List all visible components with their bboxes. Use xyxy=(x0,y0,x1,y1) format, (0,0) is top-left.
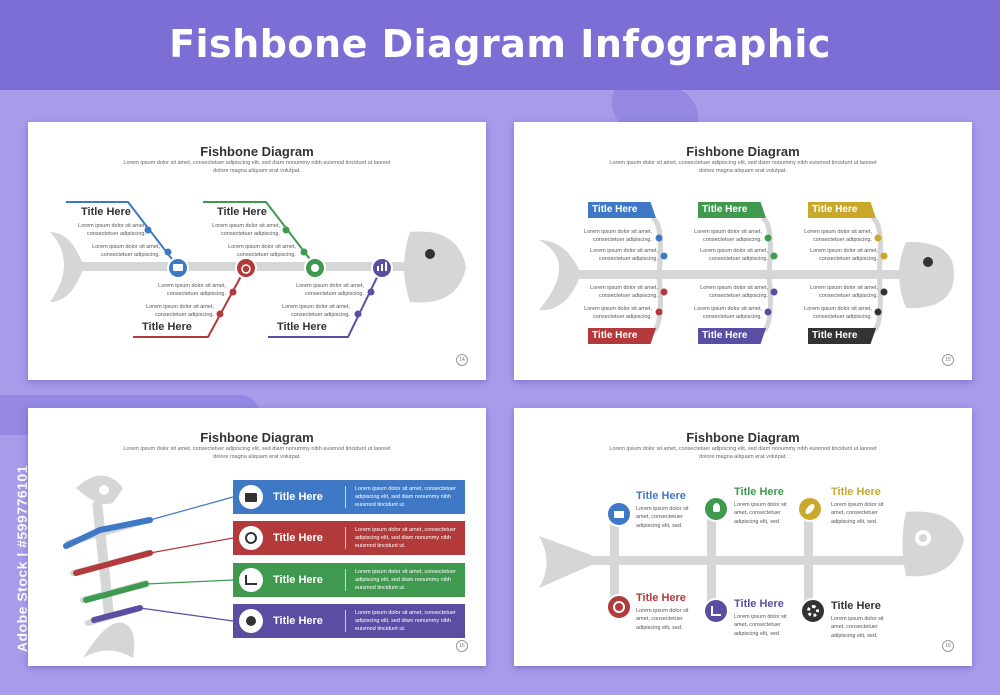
growth-chart-icon xyxy=(239,568,263,592)
branch-title: Title Here xyxy=(142,321,192,333)
category-tag: Title Here xyxy=(698,328,766,344)
divider xyxy=(345,486,346,508)
slide-subtitle: Lorem ipsum dolor sit amet, consectetuer… xyxy=(123,160,391,174)
branch-title: Title Here xyxy=(81,206,131,218)
bar-text: Lorem ipsum dolor sit amet, consectetuer… xyxy=(355,609,456,633)
slide-3: Fishbone Diagram Lorem ipsum dolor sit a… xyxy=(28,408,486,666)
item-title: Title Here xyxy=(636,592,686,604)
stopwatch-icon xyxy=(606,594,632,620)
cause-bar: Title Here Lorem ipsum dolor sit amet, c… xyxy=(233,563,465,597)
branch-text: Lorem ipsum dolor sit amet, consectetuer… xyxy=(804,229,872,244)
branch-text: Lorem ipsum dolor sit amet, consectetuer… xyxy=(700,285,768,300)
briefcase-icon xyxy=(606,501,632,527)
bar-title: Title Here xyxy=(273,615,323,627)
slide-title: Fishbone Diagram xyxy=(200,144,314,159)
branch-text: Lorem ipsum dolor sit amet, consectetuer… xyxy=(584,229,652,244)
fishbone-graphic xyxy=(50,201,466,338)
slide-title: Fishbone Diagram xyxy=(686,430,800,445)
item-title: Title Here xyxy=(734,486,784,498)
branch-title: Title Here xyxy=(217,206,267,218)
category-tag: Title Here xyxy=(808,328,876,344)
branch-text: Lorem ipsum dolor sit amet, consectetuer… xyxy=(590,285,658,300)
branch-text: Lorem ipsum dolor sit amet, consectetuer… xyxy=(212,223,280,238)
item-text: Lorem ipsum dolor sit amet, consectetuer… xyxy=(636,608,689,631)
slide-1: Fishbone Diagram Lorem ipsum dolor sit a… xyxy=(28,122,486,380)
stopwatch-icon xyxy=(239,526,263,550)
divider xyxy=(345,610,346,632)
item-title: Title Here xyxy=(831,486,881,498)
fishbone-graphic xyxy=(539,508,964,610)
slide-title: Fishbone Diagram xyxy=(200,430,314,445)
branch-text: Lorem ipsum dolor sit amet, consectetuer… xyxy=(694,229,762,244)
category-tag: Title Here xyxy=(588,328,656,344)
header-banner: Fishbone Diagram Infographic xyxy=(0,0,1000,90)
slide-title: Fishbone Diagram xyxy=(686,144,800,159)
branch-text: Lorem ipsum dolor sit amet, consectetuer… xyxy=(78,223,146,238)
gear-icon xyxy=(800,598,826,624)
page-number: 14 xyxy=(456,354,468,366)
item-text: Lorem ipsum dolor sit amet, consectetuer… xyxy=(636,506,689,529)
category-tag: Title Here xyxy=(588,202,656,218)
cause-bar: Title Here Lorem ipsum dolor sit amet, c… xyxy=(233,521,465,555)
branch-text: Lorem ipsum dolor sit amet, consectetuer… xyxy=(228,244,296,259)
item-text: Lorem ipsum dolor sit amet, consectetuer… xyxy=(831,502,884,525)
bar-title: Title Here xyxy=(273,532,323,544)
bar-text: Lorem ipsum dolor sit amet, consectetuer… xyxy=(355,568,456,592)
fishbone-graphic xyxy=(539,215,954,335)
bar-title: Title Here xyxy=(273,574,323,586)
page-number: 15 xyxy=(942,354,954,366)
branch-text: Lorem ipsum dolor sit amet, consectetuer… xyxy=(282,304,350,319)
bar-text: Lorem ipsum dolor sit amet, consectetuer… xyxy=(355,526,456,550)
lightbulb-icon xyxy=(703,496,729,522)
branch-text: Lorem ipsum dolor sit amet, consectetuer… xyxy=(810,248,878,263)
branch-text: Lorem ipsum dolor sit amet, consectetuer… xyxy=(694,306,762,321)
cause-bar: Title Here Lorem ipsum dolor sit amet, c… xyxy=(233,480,465,514)
divider xyxy=(345,569,346,591)
briefcase-icon xyxy=(239,485,263,509)
branch-text: Lorem ipsum dolor sit amet, consectetuer… xyxy=(296,283,364,298)
fish-skeleton-graphic xyxy=(63,475,234,658)
cause-bar: Title Here Lorem ipsum dolor sit amet, c… xyxy=(233,604,465,638)
slide-subtitle: Lorem ipsum dolor sit amet, consectetuer… xyxy=(609,160,877,174)
slide-4: Fishbone Diagram Lorem ipsum dolor sit a… xyxy=(514,408,972,666)
page-number: 16 xyxy=(942,640,954,652)
branch-text: Lorem ipsum dolor sit amet, consectetuer… xyxy=(158,283,226,298)
branch-text: Lorem ipsum dolor sit amet, consectetuer… xyxy=(810,285,878,300)
branch-text: Lorem ipsum dolor sit amet, consectetuer… xyxy=(700,248,768,263)
divider xyxy=(345,527,346,549)
branch-text: Lorem ipsum dolor sit amet, consectetuer… xyxy=(146,304,214,319)
slide-subtitle: Lorem ipsum dolor sit amet, consectetuer… xyxy=(123,446,391,460)
page-title: Fishbone Diagram Infographic xyxy=(169,22,831,66)
item-text: Lorem ipsum dolor sit amet, consectetuer… xyxy=(734,502,787,525)
bar-text: Lorem ipsum dolor sit amet, consectetuer… xyxy=(355,485,456,509)
slide-2: Fishbone Diagram Lorem ipsum dolor sit a… xyxy=(514,122,972,380)
category-tag: Title Here xyxy=(808,202,876,218)
branch-title: Title Here xyxy=(277,321,327,333)
bar-title: Title Here xyxy=(273,491,323,503)
item-text: Lorem ipsum dolor sit amet, consectetuer… xyxy=(831,616,884,639)
branch-text: Lorem ipsum dolor sit amet, consectetuer… xyxy=(590,248,658,263)
item-title: Title Here xyxy=(636,490,686,502)
branch-text: Lorem ipsum dolor sit amet, consectetuer… xyxy=(92,244,160,259)
item-title: Title Here xyxy=(831,600,881,612)
slide-subtitle: Lorem ipsum dolor sit amet, consectetuer… xyxy=(609,446,877,460)
rocket-icon xyxy=(797,496,823,522)
branch-text: Lorem ipsum dolor sit amet, consectetuer… xyxy=(804,306,872,321)
category-tag: Title Here xyxy=(698,202,766,218)
item-text: Lorem ipsum dolor sit amet, consectetuer… xyxy=(734,614,787,637)
item-title: Title Here xyxy=(734,598,784,610)
growth-chart-icon xyxy=(703,598,729,624)
branch-text: Lorem ipsum dolor sit amet, consectetuer… xyxy=(584,306,652,321)
money-icon xyxy=(239,609,263,633)
page-number: 16 xyxy=(456,640,468,652)
